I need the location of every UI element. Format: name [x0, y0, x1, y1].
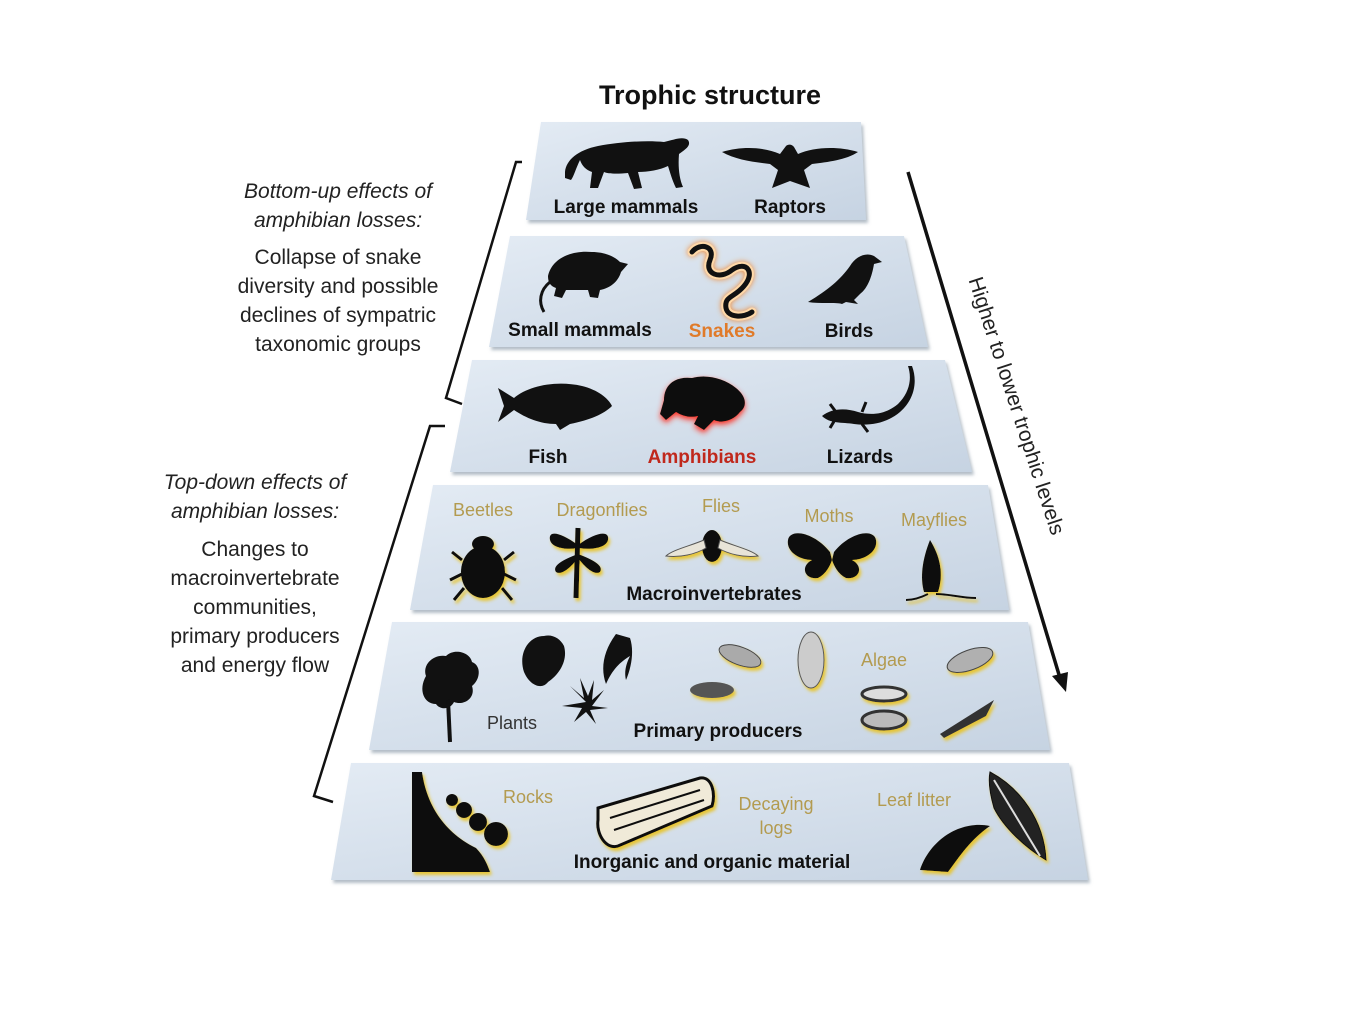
label-macroinvertebrates: Macroinvertebrates: [626, 584, 801, 605]
bottom-up-bracket: [444, 160, 522, 406]
label-plants: Plants: [487, 713, 537, 733]
bottom-up-heading-2: amphibian losses:: [254, 209, 422, 232]
label-moths: Moths: [804, 506, 853, 526]
label-decaying: Decaying: [738, 794, 813, 814]
label-fish: Fish: [528, 447, 567, 468]
bottom-up-heading-1: Bottom-up effects of: [244, 180, 434, 203]
moth-icon: [787, 533, 877, 579]
beetle-icon: [449, 536, 517, 601]
label-inorganic-organic-material: Inorganic and organic material: [574, 852, 851, 873]
trophic-direction-arrow: [906, 171, 1068, 692]
big-cat-icon: [565, 138, 690, 189]
top-down-heading-1: Top-down effects of: [164, 471, 349, 494]
label-flies: Flies: [702, 496, 740, 516]
lizard-icon: [822, 366, 915, 433]
label-mayflies: Mayflies: [901, 510, 967, 530]
monstera-leaf-icon: [522, 635, 566, 687]
leaf-litter-icon: [920, 771, 1047, 872]
top-down-body-5: and energy flow: [181, 654, 330, 677]
label-logs: logs: [759, 818, 792, 838]
top-down-body-4: primary producers: [170, 625, 339, 648]
dragonfly-icon: [549, 527, 609, 599]
label-raptors: Raptors: [754, 197, 826, 218]
snake-icon: [687, 242, 757, 321]
bottom-up-body-2: diversity and possible: [238, 275, 439, 298]
opossum-icon: [539, 251, 628, 313]
label-snakes: Snakes: [689, 321, 756, 342]
top-down-body-1: Changes to: [201, 538, 308, 561]
bird-icon: [808, 254, 882, 304]
label-primary-producers: Primary producers: [634, 721, 803, 742]
top-down-body-3: communities,: [193, 596, 317, 619]
bottom-up-body-1: Collapse of snake: [255, 246, 422, 269]
tier-6: [331, 763, 1088, 880]
label-large-mammals: Large mammals: [554, 197, 699, 218]
fly-icon: [664, 530, 760, 562]
diagram-title: Trophic structure: [599, 80, 821, 110]
palm-leaf-icon: [603, 634, 633, 684]
top-down-note: Top-down effects of amphibian losses: Ch…: [164, 471, 349, 677]
label-small-mammals: Small mammals: [508, 320, 652, 341]
diatom-icon: [690, 631, 994, 738]
bottom-up-body-4: taxonomic groups: [255, 333, 421, 356]
label-amphibians: Amphibians: [648, 447, 757, 468]
rocks-icon: [412, 772, 508, 872]
bottom-up-body-3: declines of sympatric: [240, 304, 436, 327]
label-beetles: Beetles: [453, 500, 513, 520]
label-birds: Birds: [825, 321, 874, 342]
label-algae: Algae: [861, 650, 907, 670]
label-dragonflies: Dragonflies: [556, 500, 647, 520]
log-icon: [596, 776, 715, 849]
bottom-up-note: Bottom-up effects of amphibian losses: C…: [238, 180, 439, 356]
cannabis-leaf-icon: [562, 678, 608, 724]
tree-icon: [422, 651, 479, 743]
label-lizards: Lizards: [827, 447, 894, 468]
raptor-icon: [722, 144, 858, 188]
frog-icon: [660, 376, 745, 430]
top-down-body-2: macroinvertebrate: [170, 567, 339, 590]
fish-icon: [498, 383, 612, 430]
top-down-bracket: [312, 424, 445, 804]
mayfly-icon: [905, 540, 977, 601]
label-leaf-litter: Leaf litter: [877, 790, 951, 810]
label-rocks: Rocks: [503, 787, 553, 807]
top-down-heading-2: amphibian losses:: [171, 500, 339, 523]
